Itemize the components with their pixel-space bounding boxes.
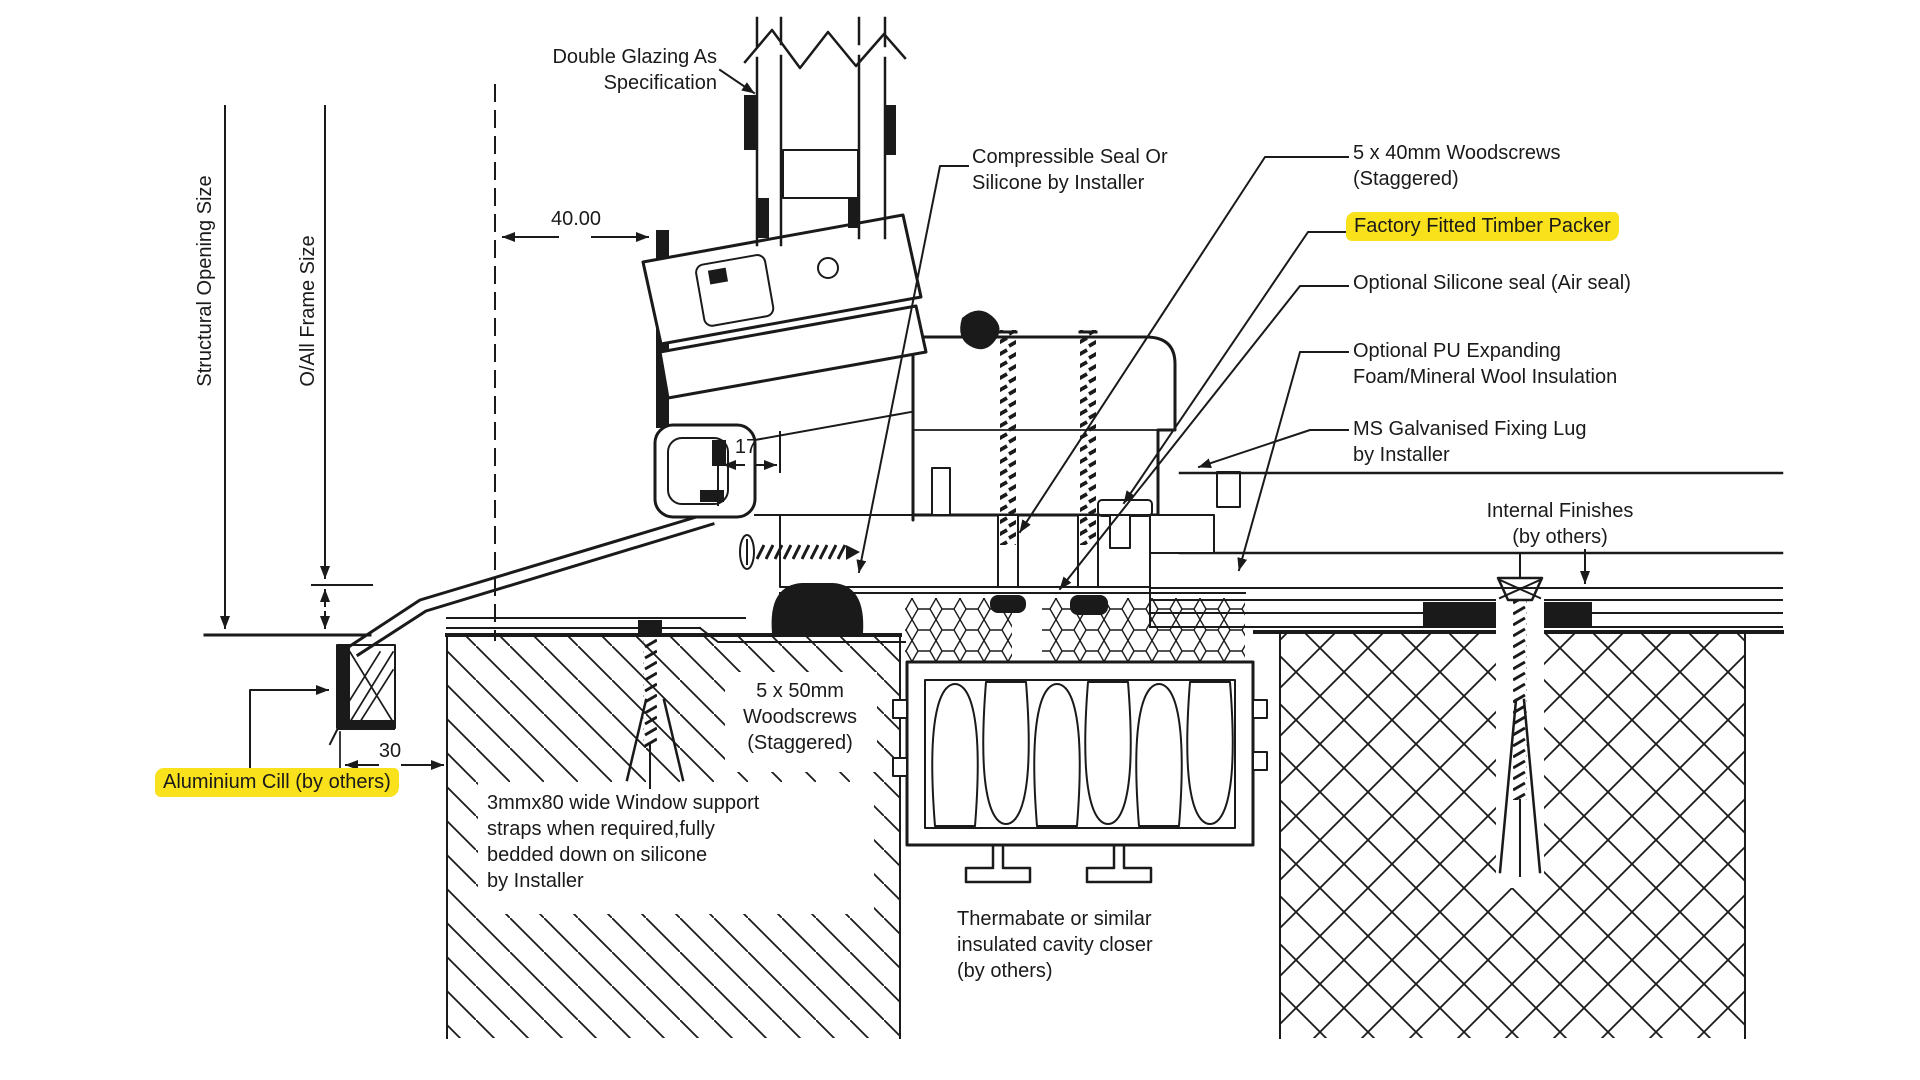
break-symbol: [743, 28, 907, 70]
dimension-text-40: 40.00: [550, 208, 602, 230]
countersunk-screw-head: [1496, 576, 1544, 602]
closer-clip: [1085, 843, 1153, 884]
dimension-17: [717, 431, 781, 506]
label-thermabate: Thermabate or similar insulated cavity c…: [957, 908, 1153, 982]
glazing-unit: [743, 16, 907, 247]
fixing-lug-line: [1178, 471, 1784, 508]
brick-outer-leaf: [445, 633, 902, 1039]
label-fixing-lug: MS Galvanised Fixing Lug by Installer: [1353, 418, 1587, 466]
closer-clip: [964, 843, 1032, 884]
label-woodscrews-50: 5 x 50mm Woodscrews (Staggered): [742, 680, 858, 754]
label-timber-packer: Factory Fitted Timber Packer: [1346, 212, 1619, 241]
label-internal-finishes: Internal Finishes (by others): [1486, 500, 1634, 548]
sash-beam: [641, 213, 923, 346]
frame-top-beam: [658, 304, 928, 400]
label-oall-frame-size: O/All Frame Size: [297, 235, 319, 387]
dimension-text-17: 17: [734, 436, 758, 458]
glazing-spacer: [782, 149, 859, 199]
label-compressible-seal: Compressible Seal Or Silicone by Install…: [972, 146, 1168, 194]
dimension-oall-frame: [311, 105, 373, 629]
highlight-timber-packer: Factory Fitted Timber Packer: [1346, 212, 1619, 241]
label-woodscrews-40: 5 x 40mm Woodscrews (Staggered): [1353, 142, 1561, 190]
horizontal-screw: [739, 534, 860, 570]
hatch-gap-straps-label: [478, 782, 874, 914]
glazing-gasket: [744, 95, 756, 150]
label-silicone-seal: Optional Silicone seal (Air seal): [1353, 272, 1631, 294]
gasket-profile: [653, 423, 757, 519]
aluminium-cill-profile: [328, 510, 715, 773]
label-double-glazing: Double Glazing As Specification: [552, 46, 717, 94]
vertical-woodscrews-5x40: [990, 330, 1108, 615]
label-pu-foam: Optional PU Expanding Foam/Mineral Wool …: [1353, 340, 1618, 388]
highlight-aluminium-cill: Aluminium Cill (by others): [155, 768, 399, 797]
internal-finishes-layers: [1149, 551, 1784, 628]
insulation-loops: [931, 681, 1234, 827]
compressible-seal: [771, 583, 864, 633]
frame-clip-hook: [960, 310, 1000, 350]
dimension-text-30: 30: [378, 740, 402, 762]
dimension-structural-opening: [203, 105, 372, 637]
frame-leg: [1149, 514, 1215, 554]
fixing-lug-bracket: [1216, 471, 1241, 508]
outer-frame-block: [911, 335, 1177, 522]
hatch-gap-woodscrew-label: [725, 672, 877, 772]
glazing-gasket: [886, 105, 896, 155]
woodscrew-5x50: [625, 620, 685, 789]
window-frame-profile: [641, 213, 1215, 554]
label-structural-opening-size: Structural Opening Size: [194, 175, 216, 387]
leader-lines: [249, 68, 1590, 769]
blockwork-fixing-screw: [1496, 552, 1544, 888]
label-support-straps: 3mmx80 wide Window support straps when r…: [487, 792, 760, 892]
label-aluminium-cill: Aluminium Cill (by others): [155, 768, 399, 797]
